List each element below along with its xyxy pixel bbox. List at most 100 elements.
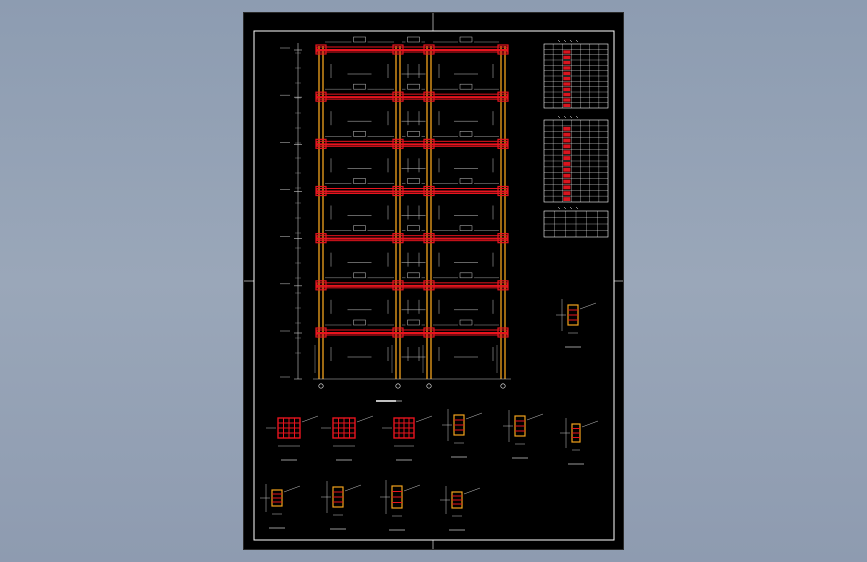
section-leader [526, 413, 544, 421]
beam-column-joint [315, 91, 327, 102]
span-dimension-box [459, 131, 473, 137]
table-fill-cell [563, 162, 571, 166]
rebar-table-three [543, 206, 609, 238]
span-dimension-box [407, 83, 420, 90]
span-dimension-box [407, 272, 420, 279]
section-detail-row-one [321, 415, 374, 461]
beam-column-joint [497, 44, 509, 55]
beam-column-joint [423, 280, 435, 291]
beam-column-joint [497, 280, 509, 291]
table-fill-cell [563, 66, 571, 70]
span-dimension-box [407, 131, 420, 137]
frame-elevation [313, 36, 511, 389]
span-dimension-box [353, 178, 366, 184]
section-leader [463, 487, 481, 495]
table-caption-glyph [569, 39, 573, 43]
beam-column-joint [392, 138, 404, 149]
beam-column-joint [392, 44, 404, 55]
grid-axis-bubble [318, 383, 324, 389]
section-details [260, 299, 599, 531]
span-dimension-box [459, 178, 473, 184]
span-dimension-box [407, 319, 420, 326]
table-caption-glyph [575, 115, 579, 119]
beam-column-joint [315, 44, 327, 55]
table-fill-cell [563, 93, 571, 97]
table-fill-cell [563, 61, 571, 65]
span-dimension-box [353, 225, 366, 231]
section-leader [356, 415, 374, 423]
section-detail-row-one [442, 409, 483, 458]
table-fill-cell [563, 77, 571, 81]
table-caption-glyph [563, 115, 567, 119]
table-fill-cell [563, 150, 571, 155]
table-fill-cell [563, 87, 571, 91]
section-leader [415, 415, 433, 423]
beam-column-joint [315, 185, 327, 197]
span-dimension-box [459, 83, 473, 90]
table-fill-cell [563, 167, 571, 172]
beam-column-joint [392, 280, 404, 291]
span-dimension-box [459, 225, 473, 231]
table-caption-glyph [557, 115, 561, 119]
beam-column-joint [423, 44, 435, 55]
level-dimension-chain [280, 43, 302, 380]
table-fill-cell [563, 191, 571, 196]
span-dimension-box [459, 272, 473, 279]
grid-axis-bubble [395, 383, 401, 389]
beam-column-joint [423, 233, 435, 244]
section-leader [465, 412, 483, 420]
rebar-table-two [543, 115, 609, 203]
table-caption-glyph [569, 115, 573, 119]
section-leader [403, 484, 421, 492]
table-fill-cell [563, 126, 571, 131]
span-dimension-box [353, 272, 366, 279]
sheet-border [253, 30, 615, 541]
table-fill-cell [563, 82, 571, 86]
table-caption-glyph [563, 39, 567, 43]
span-dimension-box [459, 36, 473, 43]
grid-axis-bubble [426, 383, 432, 389]
span-dimension-box [407, 178, 420, 184]
span-dimension-box [459, 319, 473, 326]
section-leader [283, 485, 301, 493]
table-caption-glyph [563, 206, 567, 210]
table-fill-cell [563, 71, 571, 75]
section-leader [581, 420, 599, 428]
beam-column-joint [315, 138, 327, 149]
table-caption-glyph [575, 39, 579, 43]
beam-column-joint [315, 233, 327, 244]
section-detail-row-one [560, 418, 599, 465]
table-fill-cell [563, 132, 571, 137]
beam-column-joint [497, 138, 509, 149]
section-detail-row-one [382, 415, 433, 461]
section-detail-row-two [321, 481, 362, 530]
beam-column-joint [392, 185, 404, 197]
section-detail-row-one [266, 415, 319, 461]
table-fill-cell [563, 185, 571, 190]
table-fill-cell [563, 156, 571, 160]
section-leader [344, 484, 362, 492]
beam-column-joint [423, 185, 435, 197]
span-dimension-box [353, 131, 366, 137]
table-caption-glyph [575, 206, 579, 210]
table-caption-glyph [569, 206, 573, 210]
table-fill-cell [563, 103, 571, 107]
section-leader [301, 415, 319, 423]
section-detail-row-two [380, 480, 421, 531]
table-fill-cell [563, 179, 571, 184]
beam-column-joint [392, 327, 404, 338]
table-fill-cell [563, 173, 571, 178]
table-fill-cell [563, 144, 571, 149]
table-fill-cell [563, 98, 571, 102]
section-detail-row-two [260, 484, 301, 529]
table-caption-glyph [557, 206, 561, 210]
beam-column-joint [497, 91, 509, 102]
section-detail-row-one [503, 410, 544, 459]
beam-column-joint [423, 327, 435, 338]
section-detail-row-two [440, 486, 481, 531]
drawing-sheet [243, 12, 624, 550]
rebar-table-one [543, 39, 609, 109]
span-dimension-box [353, 83, 366, 90]
grid-axis-bubble [500, 383, 506, 389]
beam-column-joint [315, 327, 327, 338]
